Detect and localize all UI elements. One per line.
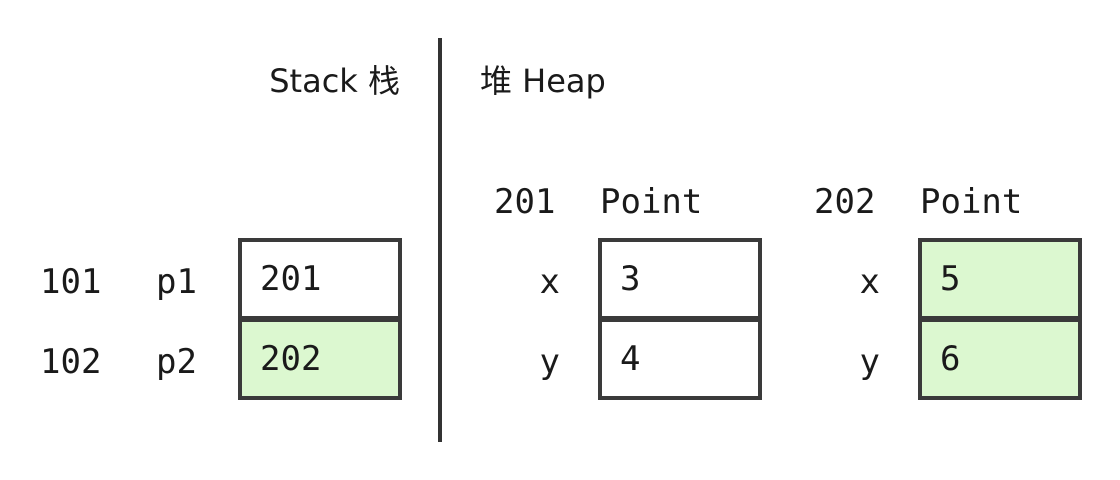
stack-variable-name: p2 (156, 342, 197, 382)
stack-address: 101 (40, 262, 102, 302)
heap-field-value-cell: 3 (598, 238, 762, 320)
heap-field-name: x (539, 262, 560, 302)
stack-title: Stack 栈 (269, 62, 400, 100)
heap-field-value-cell: 4 (598, 318, 762, 400)
stack-variable-name: p1 (156, 262, 197, 302)
heap-field-value-cell-highlighted: 6 (918, 318, 1082, 400)
heap-object-type: Point (600, 182, 703, 222)
heap-field-value-cell-highlighted: 5 (918, 238, 1082, 320)
stack-value-cell-highlighted: 202 (238, 318, 402, 400)
stack-value-cell: 201 (238, 238, 402, 320)
stack-heap-divider (438, 38, 442, 442)
heap-object-address: 201 (494, 182, 556, 222)
stack-address: 102 (40, 342, 102, 382)
heap-field-name: y (859, 342, 880, 382)
heap-object-address: 202 (814, 182, 876, 222)
heap-title: 堆 Heap (480, 62, 606, 100)
heap-object-type: Point (920, 182, 1023, 222)
heap-field-name: y (539, 342, 560, 382)
heap-field-name: x (859, 262, 880, 302)
